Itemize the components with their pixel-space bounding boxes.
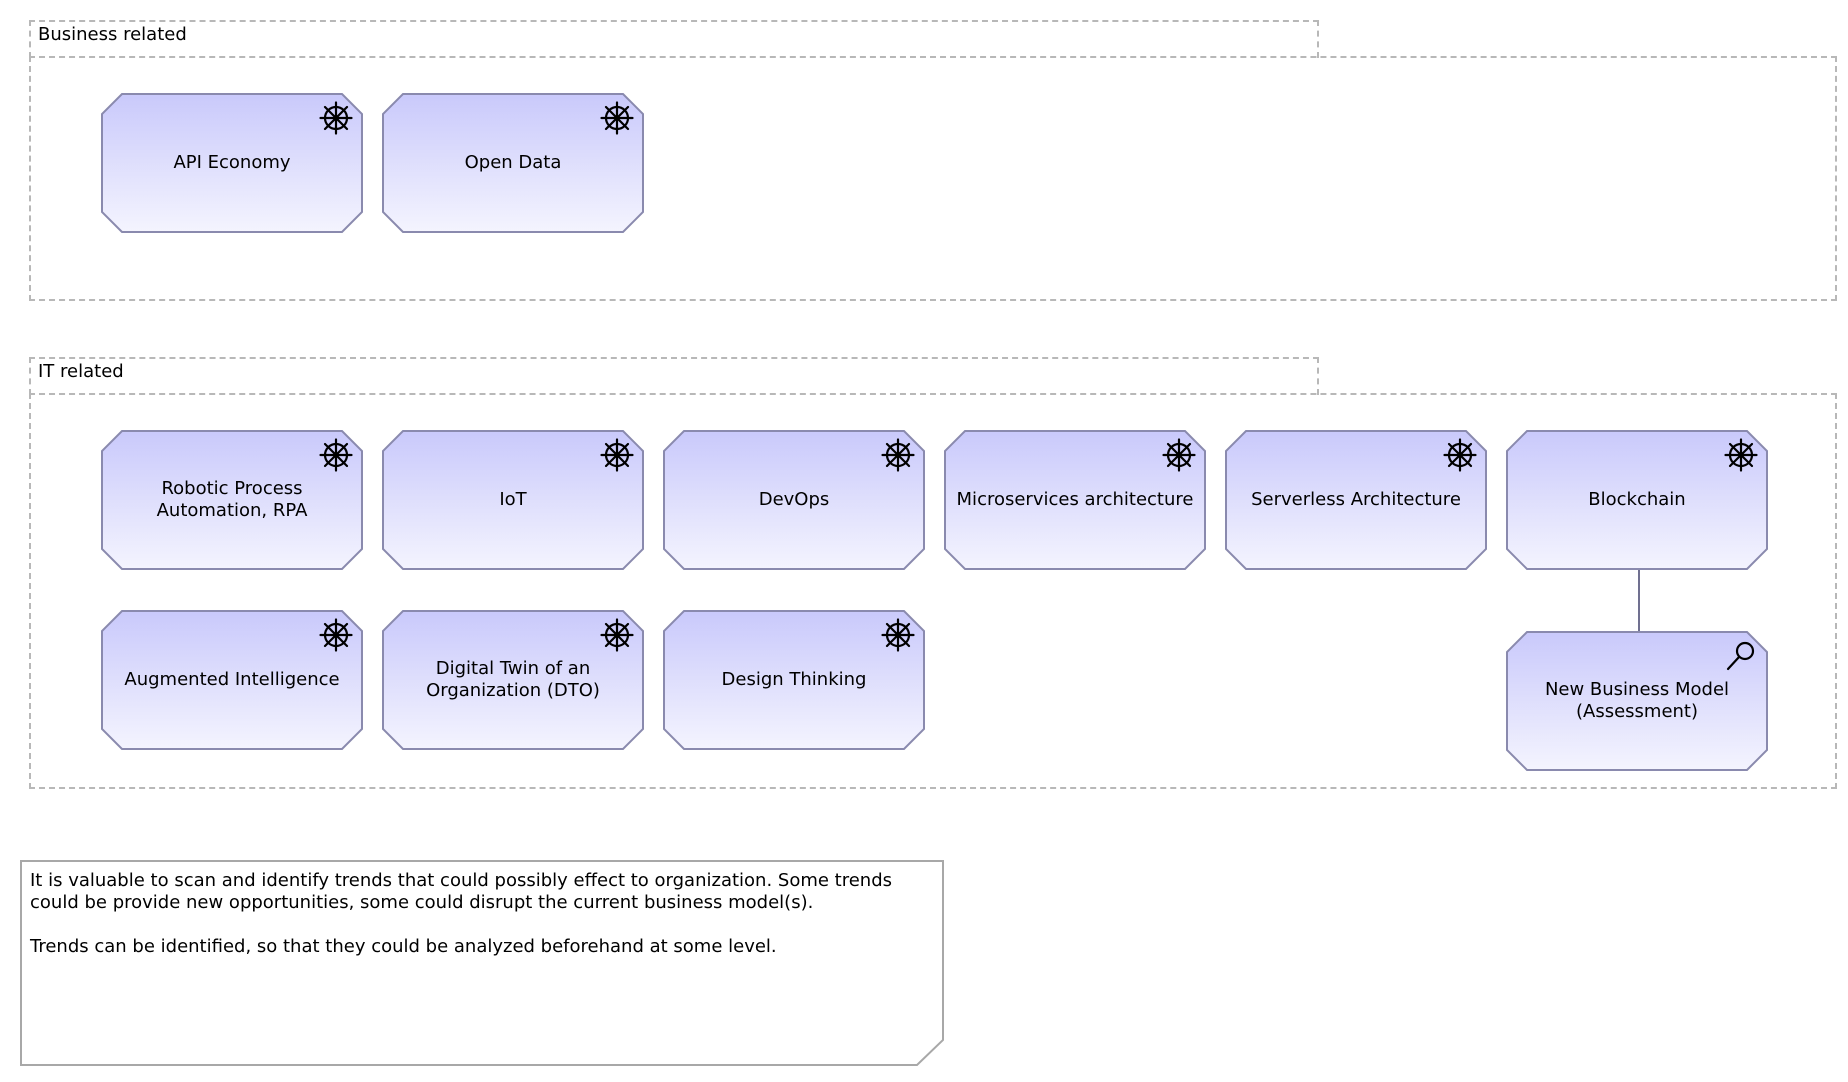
node-shape — [1506, 430, 1768, 570]
node-shape — [944, 430, 1206, 570]
node-label: IoT — [499, 489, 527, 510]
business-group-label: Business related — [38, 24, 187, 45]
node-label: Open Data — [464, 152, 562, 173]
driver-icon — [319, 438, 353, 472]
node-label: Robotic Process Automation, RPA — [156, 478, 308, 521]
node-blockchain[interactable]: Blockchain — [1506, 430, 1768, 570]
node-shape — [382, 430, 644, 570]
note-paragraph: It is valuable to scan and identify tren… — [30, 870, 893, 913]
node-label: Microservices architecture — [956, 489, 1194, 510]
node-shape — [663, 430, 925, 570]
node-robotic-process-automation[interactable]: Robotic Process Automation, RPA — [101, 430, 363, 570]
node-label: Design Thinking — [721, 669, 867, 690]
node-shape — [1225, 430, 1487, 570]
node-shape — [382, 93, 644, 233]
driver-icon — [881, 618, 915, 652]
node-shape — [1506, 631, 1768, 771]
node-label: New Business Model (Assessment) — [1544, 679, 1730, 722]
node-label: DevOps — [758, 489, 830, 510]
it-group-tab — [29, 357, 1319, 395]
node-label: Serverless Architecture — [1251, 489, 1461, 510]
node-label: API Economy — [173, 152, 291, 173]
node-new-business-model[interactable]: New Business Model (Assessment) — [1506, 631, 1768, 771]
driver-icon — [600, 101, 634, 135]
note-text: It is valuable to scan and identify tren… — [30, 870, 930, 980]
node-shape — [101, 430, 363, 570]
node-shape — [101, 610, 363, 750]
it-group[interactable] — [29, 393, 1837, 789]
driver-icon — [1724, 438, 1758, 472]
it-group-label: IT related — [38, 361, 124, 382]
driver-icon — [319, 101, 353, 135]
driver-icon — [319, 618, 353, 652]
driver-icon — [881, 438, 915, 472]
node-shape — [101, 93, 363, 233]
driver-icon — [1443, 438, 1477, 472]
driver-icon — [600, 438, 634, 472]
node-digital-twin[interactable]: Digital Twin of an Organization (DTO) — [382, 610, 644, 750]
association-connector[interactable] — [1638, 570, 1640, 632]
node-label: Augmented Intelligence — [124, 669, 340, 690]
node-open-data[interactable]: Open Data — [382, 93, 644, 233]
node-shape — [663, 610, 925, 750]
node-serverless-architecture[interactable]: Serverless Architecture — [1225, 430, 1487, 570]
node-design-thinking[interactable]: Design Thinking — [663, 610, 925, 750]
driver-icon — [1162, 438, 1196, 472]
node-microservices-architecture[interactable]: Microservices architecture — [944, 430, 1206, 570]
node-devops[interactable]: DevOps — [663, 430, 925, 570]
node-label: Blockchain — [1588, 489, 1686, 510]
node-label: Digital Twin of an Organization (DTO) — [426, 658, 600, 701]
node-augmented-intelligence[interactable]: Augmented Intelligence — [101, 610, 363, 750]
assessment-icon — [1724, 639, 1758, 673]
driver-icon — [600, 618, 634, 652]
business-group-tab — [29, 20, 1319, 58]
note[interactable]: It is valuable to scan and identify tren… — [20, 860, 944, 1066]
business-group[interactable] — [29, 56, 1837, 301]
node-shape — [382, 610, 644, 750]
node-api-economy[interactable]: API Economy — [101, 93, 363, 233]
note-frame — [20, 860, 944, 1066]
note-paragraph: Trends can be identified, so that they c… — [30, 936, 777, 957]
node-iot[interactable]: IoT — [382, 430, 644, 570]
